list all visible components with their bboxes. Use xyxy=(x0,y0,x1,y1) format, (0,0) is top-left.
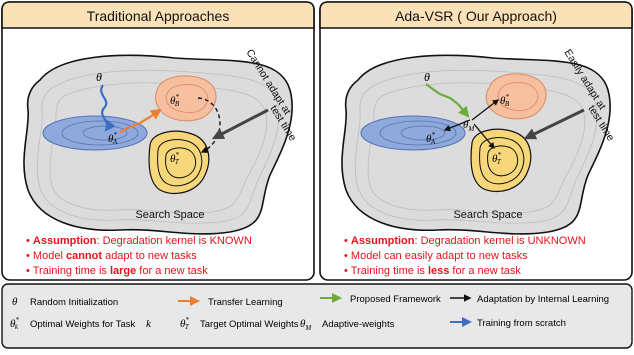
bullet-list: • Assumption: Degradation kernel is UNKN… xyxy=(344,235,586,277)
theta-a-label: θ*A xyxy=(108,131,118,146)
header-bar xyxy=(319,1,633,29)
theta-label: θ xyxy=(424,70,430,84)
search-space-label: Search Space xyxy=(135,209,204,221)
svg-text:Training from scratch: Training from scratch xyxy=(477,318,566,329)
region-target xyxy=(470,128,532,193)
legend-optimal-weights: θ*k Optimal Weights for Task k xyxy=(10,316,152,331)
legend-random-init: θ Random Initialization xyxy=(12,296,118,308)
theta-t-label: θ*T xyxy=(492,151,502,166)
svg-text:θM: θM xyxy=(300,318,312,332)
internal-adapt-arrow-a xyxy=(443,119,471,132)
region-a xyxy=(42,115,148,151)
dashed-adapt-path xyxy=(197,97,221,153)
legend: θ Random Initialization θ*k Optimal Weig… xyxy=(1,283,633,349)
pointer-arrow xyxy=(523,108,585,140)
theta-a-label: θ*A xyxy=(426,131,436,146)
bullet-item: • Assumption: Degradation kernel is KNOW… xyxy=(26,235,252,247)
bullet-item: • Model cannot adapt to new tasks xyxy=(26,250,197,262)
theta-m-label: θM xyxy=(463,119,475,133)
svg-text:k: k xyxy=(146,318,152,330)
panel-title: Ada-VSR ( Our Approach) xyxy=(395,8,557,24)
legend-adaptive: θM Adaptive-weights xyxy=(300,318,395,332)
svg-text:Adaptive-weights: Adaptive-weights xyxy=(322,319,395,330)
region-a xyxy=(360,115,466,151)
svg-text:Target Optimal Weights: Target Optimal Weights xyxy=(200,319,299,330)
svg-text:Optimal Weights for Task: Optimal Weights for Task xyxy=(30,319,135,330)
bullet-list: • Assumption: Degradation kernel is KNOW… xyxy=(26,235,252,277)
theta-label: θ xyxy=(96,70,102,84)
pointer-arrow xyxy=(211,108,269,140)
panel-title: Traditional Approaches xyxy=(87,8,230,24)
svg-text:θ: θ xyxy=(12,296,18,308)
legend-target-optimal: θ*T Target Optimal Weights xyxy=(180,316,299,331)
legend-transfer: Transfer Learning xyxy=(178,296,283,308)
region-target xyxy=(148,130,210,195)
theta-b-label: θ*B xyxy=(170,93,180,108)
bullet-item: • Training time is large for a new task xyxy=(26,265,208,277)
legend-internal: Adaptation by Internal Learning xyxy=(450,294,609,305)
svg-text:θ*k: θ*k xyxy=(10,316,19,331)
theta-t-label: θ*T xyxy=(170,151,180,166)
svg-text:Transfer Learning: Transfer Learning xyxy=(208,297,283,308)
header-bar xyxy=(1,1,315,29)
panel-traditional: Traditional Approaches θ xyxy=(1,1,315,281)
bullet-item: • Model can easily adapt to new tasks xyxy=(344,250,528,262)
legend-scratch: Training from scratch xyxy=(450,317,566,329)
internal-adapt-arrow-b xyxy=(471,99,500,121)
internal-adapt-arrow-t xyxy=(473,123,495,149)
bullet-item: • Training time is less for a new task xyxy=(344,265,521,277)
svg-text:Adaptation by Internal Learnin: Adaptation by Internal Learning xyxy=(477,294,609,305)
svg-text:Proposed Framework: Proposed Framework xyxy=(350,294,441,305)
transfer-arrow xyxy=(119,108,162,133)
search-space-label: Search Space xyxy=(453,209,522,221)
scratch-arrow xyxy=(100,84,116,132)
bullet-item: • Assumption: Degradation kernel is UNKN… xyxy=(344,235,586,247)
svg-text:Random Initialization: Random Initialization xyxy=(30,297,118,308)
panel-ada-vsr: Ada-VSR ( Our Approach) θ θ*B θM θ*A xyxy=(319,1,633,281)
theta-b-label: θ*B xyxy=(500,93,510,108)
proposed-arrow xyxy=(425,83,470,118)
legend-proposed: Proposed Framework xyxy=(320,293,441,305)
region-b xyxy=(155,75,217,122)
region-b xyxy=(485,73,547,120)
svg-text:θ*T: θ*T xyxy=(180,316,190,331)
